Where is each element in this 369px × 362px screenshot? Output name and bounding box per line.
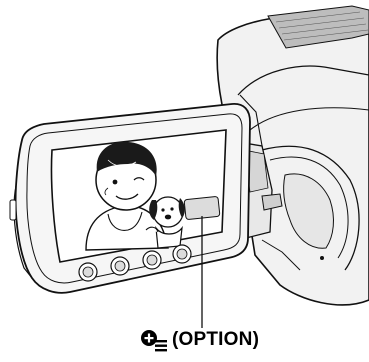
panel-button-3[interactable] [143,251,161,269]
panel-button-1[interactable] [79,263,97,281]
panel-button-4[interactable] [173,245,191,263]
option-callout-label: (OPTION) [140,325,300,355]
option-icon [140,328,170,352]
lcd-panel [10,104,250,293]
option-label-text: (OPTION) [172,329,259,351]
panel-button-2[interactable] [111,257,129,275]
